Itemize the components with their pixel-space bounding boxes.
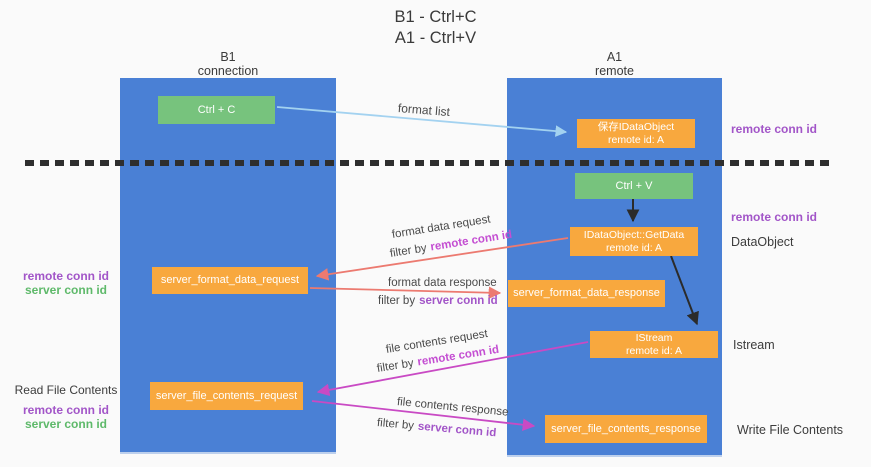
remote-conn-id-label-bottom-left: remote conn id — [22, 403, 109, 417]
filter-by-text: filter by — [378, 295, 416, 307]
left-column-role: connection — [197, 64, 259, 78]
istream-box: IStream remote id: A — [590, 331, 718, 358]
diagram-title: B1 - Ctrl+C A1 - Ctrl+V — [0, 7, 871, 49]
server-file-contents-response-box: server_file_contents_response — [545, 415, 707, 443]
remote-conn-id-label-left: remote conn id — [22, 269, 109, 283]
format-data-response-arrow-label: format data response — [388, 277, 497, 289]
phase-separator-dashed-line — [25, 160, 831, 166]
server-conn-id-label-left: server conn id — [24, 283, 108, 297]
dataobject-label: DataObject — [731, 235, 794, 249]
getdata-line1: IDataObject::GetData — [583, 228, 685, 241]
server-conn-id-highlight: server conn id — [419, 295, 498, 307]
ctrl-v-label: Ctrl + V — [615, 179, 653, 192]
save-idataobject-box: 保存IDataObject remote id: A — [577, 119, 695, 148]
istream-side-label: Istream — [733, 338, 775, 352]
server-file-contents-request-label: server_file_contents_request — [155, 389, 298, 402]
server-file-contents-request-box: server_file_contents_request — [150, 382, 303, 410]
server-format-data-request-box: server_format_data_request — [152, 267, 308, 294]
server-conn-id-label-bottom-left: server conn id — [24, 417, 108, 431]
title-line-2: A1 - Ctrl+V — [394, 29, 477, 47]
left-column-header: B1 connection — [120, 50, 336, 78]
right-column-name: A1 — [606, 50, 623, 64]
read-file-contents-group: Read File Contents remote conn id server… — [12, 383, 120, 431]
filter-by-text: filter by — [389, 242, 428, 260]
istream-line1: IStream — [635, 331, 673, 344]
right-column-role: remote — [595, 64, 634, 78]
server-format-data-response-label: server_format_data_response — [513, 287, 660, 299]
file-contents-response-arrow-label: file contents response — [396, 396, 509, 419]
format-list-arrow-label: format list — [397, 101, 451, 120]
server-format-data-response-box: server_format_data_response — [508, 280, 665, 307]
ctrl-c-label: Ctrl + C — [197, 103, 236, 116]
write-file-contents-label: Write File Contents — [737, 423, 844, 437]
save-idataobject-line2: remote id: A — [607, 133, 665, 146]
remote-conn-id-label-mid: remote conn id — [731, 210, 818, 224]
server-file-contents-response-label: server_file_contents_response — [551, 422, 701, 435]
filter-by-text: filter by — [376, 357, 415, 375]
istream-line2: remote id: A — [625, 344, 683, 357]
title-line-1: B1 - Ctrl+C — [394, 8, 477, 26]
server-format-data-request-label: server_format_data_request — [160, 274, 300, 286]
remote-conn-id-label-top: remote conn id — [731, 122, 818, 136]
left-column-name: B1 — [220, 50, 236, 64]
ctrl-c-box: Ctrl + C — [158, 96, 275, 124]
left-conn-id-group: remote conn id server conn id — [12, 269, 120, 297]
right-column-header: A1 remote — [507, 50, 722, 78]
server-conn-id-highlight: server conn id — [417, 420, 497, 440]
getdata-line2: remote id: A — [605, 241, 663, 254]
filter-by-text: filter by — [376, 417, 415, 433]
save-idataobject-line1: 保存IDataObject — [597, 120, 675, 133]
read-file-contents-label: Read File Contents — [14, 383, 118, 397]
idataobject-getdata-box: IDataObject::GetData remote id: A — [570, 227, 698, 256]
ctrl-v-box: Ctrl + V — [575, 173, 693, 199]
